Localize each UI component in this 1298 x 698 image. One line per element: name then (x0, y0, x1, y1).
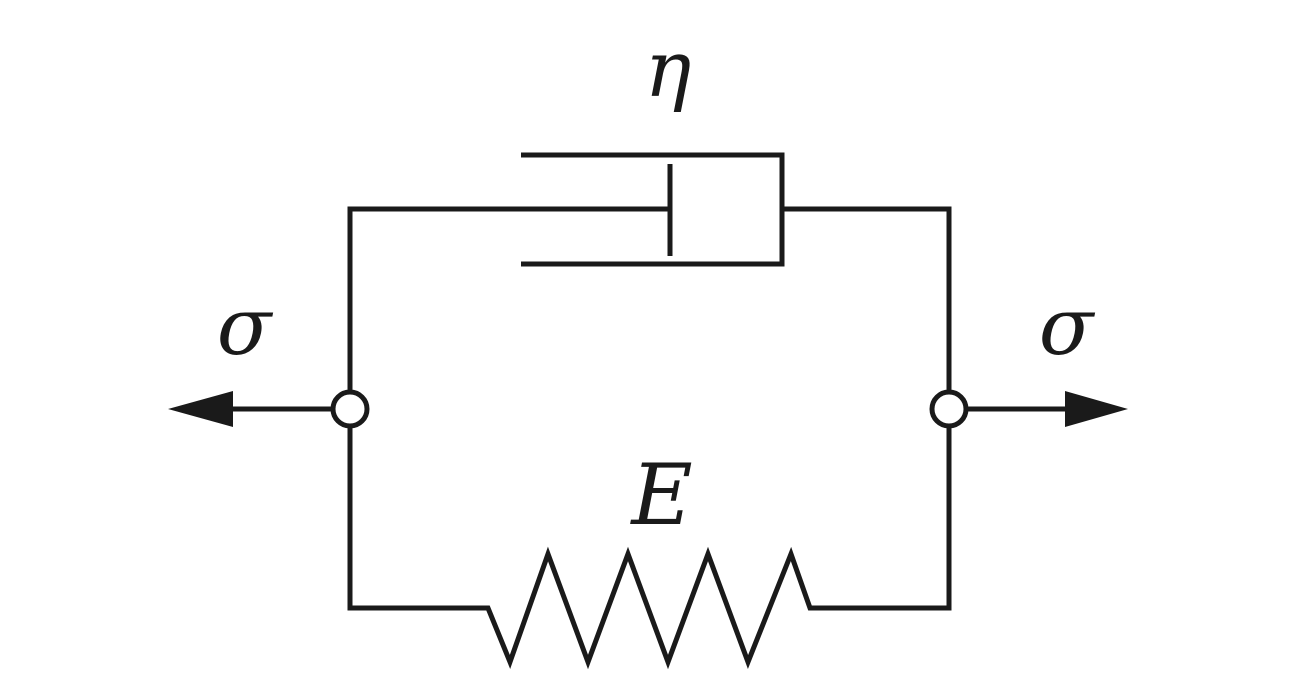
right-node (929, 389, 969, 429)
left-node (330, 389, 370, 429)
spring (347, 428, 952, 670)
upper-right-wire (782, 206, 952, 390)
left-arrow (168, 391, 332, 427)
upper-branch (347, 152, 952, 390)
left-arrowhead (168, 391, 233, 427)
modulus-label: E (629, 446, 692, 544)
right-arrowhead (1065, 391, 1128, 427)
viscosity-label: η (645, 25, 692, 115)
lower-branch (347, 428, 952, 670)
stress-label-right: σ (1039, 280, 1096, 373)
stress-label-left: σ (217, 280, 274, 373)
right-arrow (967, 391, 1128, 427)
upper-left-wire (347, 206, 670, 390)
